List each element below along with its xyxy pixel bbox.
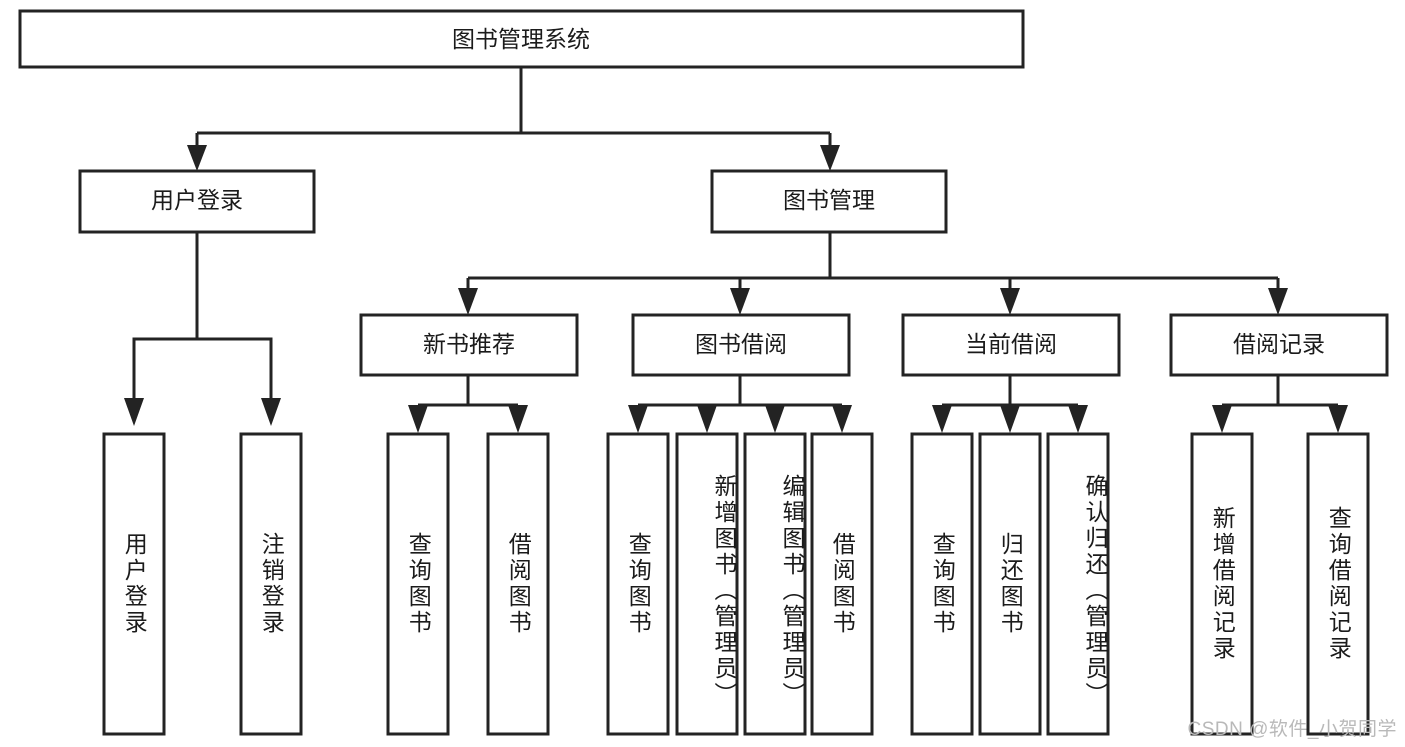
arrow-head-borrow-record (1268, 288, 1288, 315)
node-box-leaf-query-book-2[interactable] (606, 432, 670, 736)
node-layer: 图书管理系统 用户登录 图书管理 新书推荐 图书借阅 当前借阅 借阅记录 (18, 9, 1389, 736)
connector-layer (124, 67, 1348, 433)
node-box-leaf-edit-book[interactable] (743, 432, 807, 736)
node-box-leaf-user-login[interactable] (102, 432, 166, 736)
node-box-leaf-borrow-book-2[interactable] (810, 432, 874, 736)
node-label-book-manage: 图书管理 (783, 187, 875, 213)
node-box-book-borrow[interactable] (631, 313, 851, 377)
csdn-watermark: CSDN @软件_小贺同学 (1187, 719, 1397, 740)
arrow-head-book-borrow (730, 288, 750, 315)
arrow-head-new-book-recommend (458, 288, 478, 315)
connector-user-login-bus (197, 337, 273, 398)
arrow-head-leaf-confirm-return (1068, 405, 1088, 433)
arrow-head-leaf-add-book (697, 405, 717, 433)
node-box-leaf-borrow-book-1[interactable] (486, 432, 550, 736)
arrow-head-leaf-query-record (1328, 405, 1348, 433)
arrow-head-leaf-user-logout (261, 398, 281, 426)
arrow-head-leaf-query-book-1 (408, 405, 428, 433)
node-box-leaf-query-book-3[interactable] (910, 432, 974, 736)
node-box-leaf-confirm-return[interactable] (1046, 432, 1110, 736)
node-box-user-login[interactable] (78, 169, 316, 234)
arrow-head-leaf-edit-book (765, 405, 785, 433)
node-box-current-borrow[interactable] (901, 313, 1121, 377)
node-box-book-manage[interactable] (710, 169, 948, 234)
node-label-new-book-recommend: 新书推荐 (423, 331, 515, 357)
node-box-leaf-query-book-1[interactable] (386, 432, 450, 736)
arrow-head-leaf-return-book (1000, 405, 1020, 433)
node-label-book-borrow: 图书借阅 (695, 331, 787, 357)
arrow-head-leaf-user-login (124, 398, 144, 426)
arrow-head-leaf-borrow-book-1 (508, 405, 528, 433)
node-label-user-login: 用户登录 (151, 187, 243, 213)
node-box-leaf-add-record[interactable] (1190, 432, 1254, 736)
arrow-head-leaf-add-record (1212, 405, 1232, 433)
arrow-head-user-login (187, 145, 207, 171)
node-box-borrow-record[interactable] (1169, 313, 1389, 377)
node-box-leaf-add-book[interactable] (675, 432, 739, 736)
connector-user-login-stem (132, 232, 199, 398)
node-box-leaf-return-book[interactable] (978, 432, 1042, 736)
node-box-leaf-user-logout[interactable] (239, 432, 303, 736)
arrow-head-current-borrow (1000, 288, 1020, 315)
arrow-head-book-manage (820, 145, 840, 171)
node-label-current-borrow: 当前借阅 (965, 331, 1057, 357)
node-label-borrow-record: 借阅记录 (1233, 331, 1325, 357)
arrow-head-leaf-borrow-book-2 (832, 405, 852, 433)
arrow-head-leaf-query-book-3 (932, 405, 952, 433)
arrow-head-leaf-query-book-2 (628, 405, 648, 433)
node-box-leaf-query-record[interactable] (1306, 432, 1370, 736)
node-label-root: 图书管理系统 (452, 26, 590, 52)
node-box-new-book-recommend[interactable] (359, 313, 579, 377)
node-box-root[interactable] (18, 9, 1025, 69)
